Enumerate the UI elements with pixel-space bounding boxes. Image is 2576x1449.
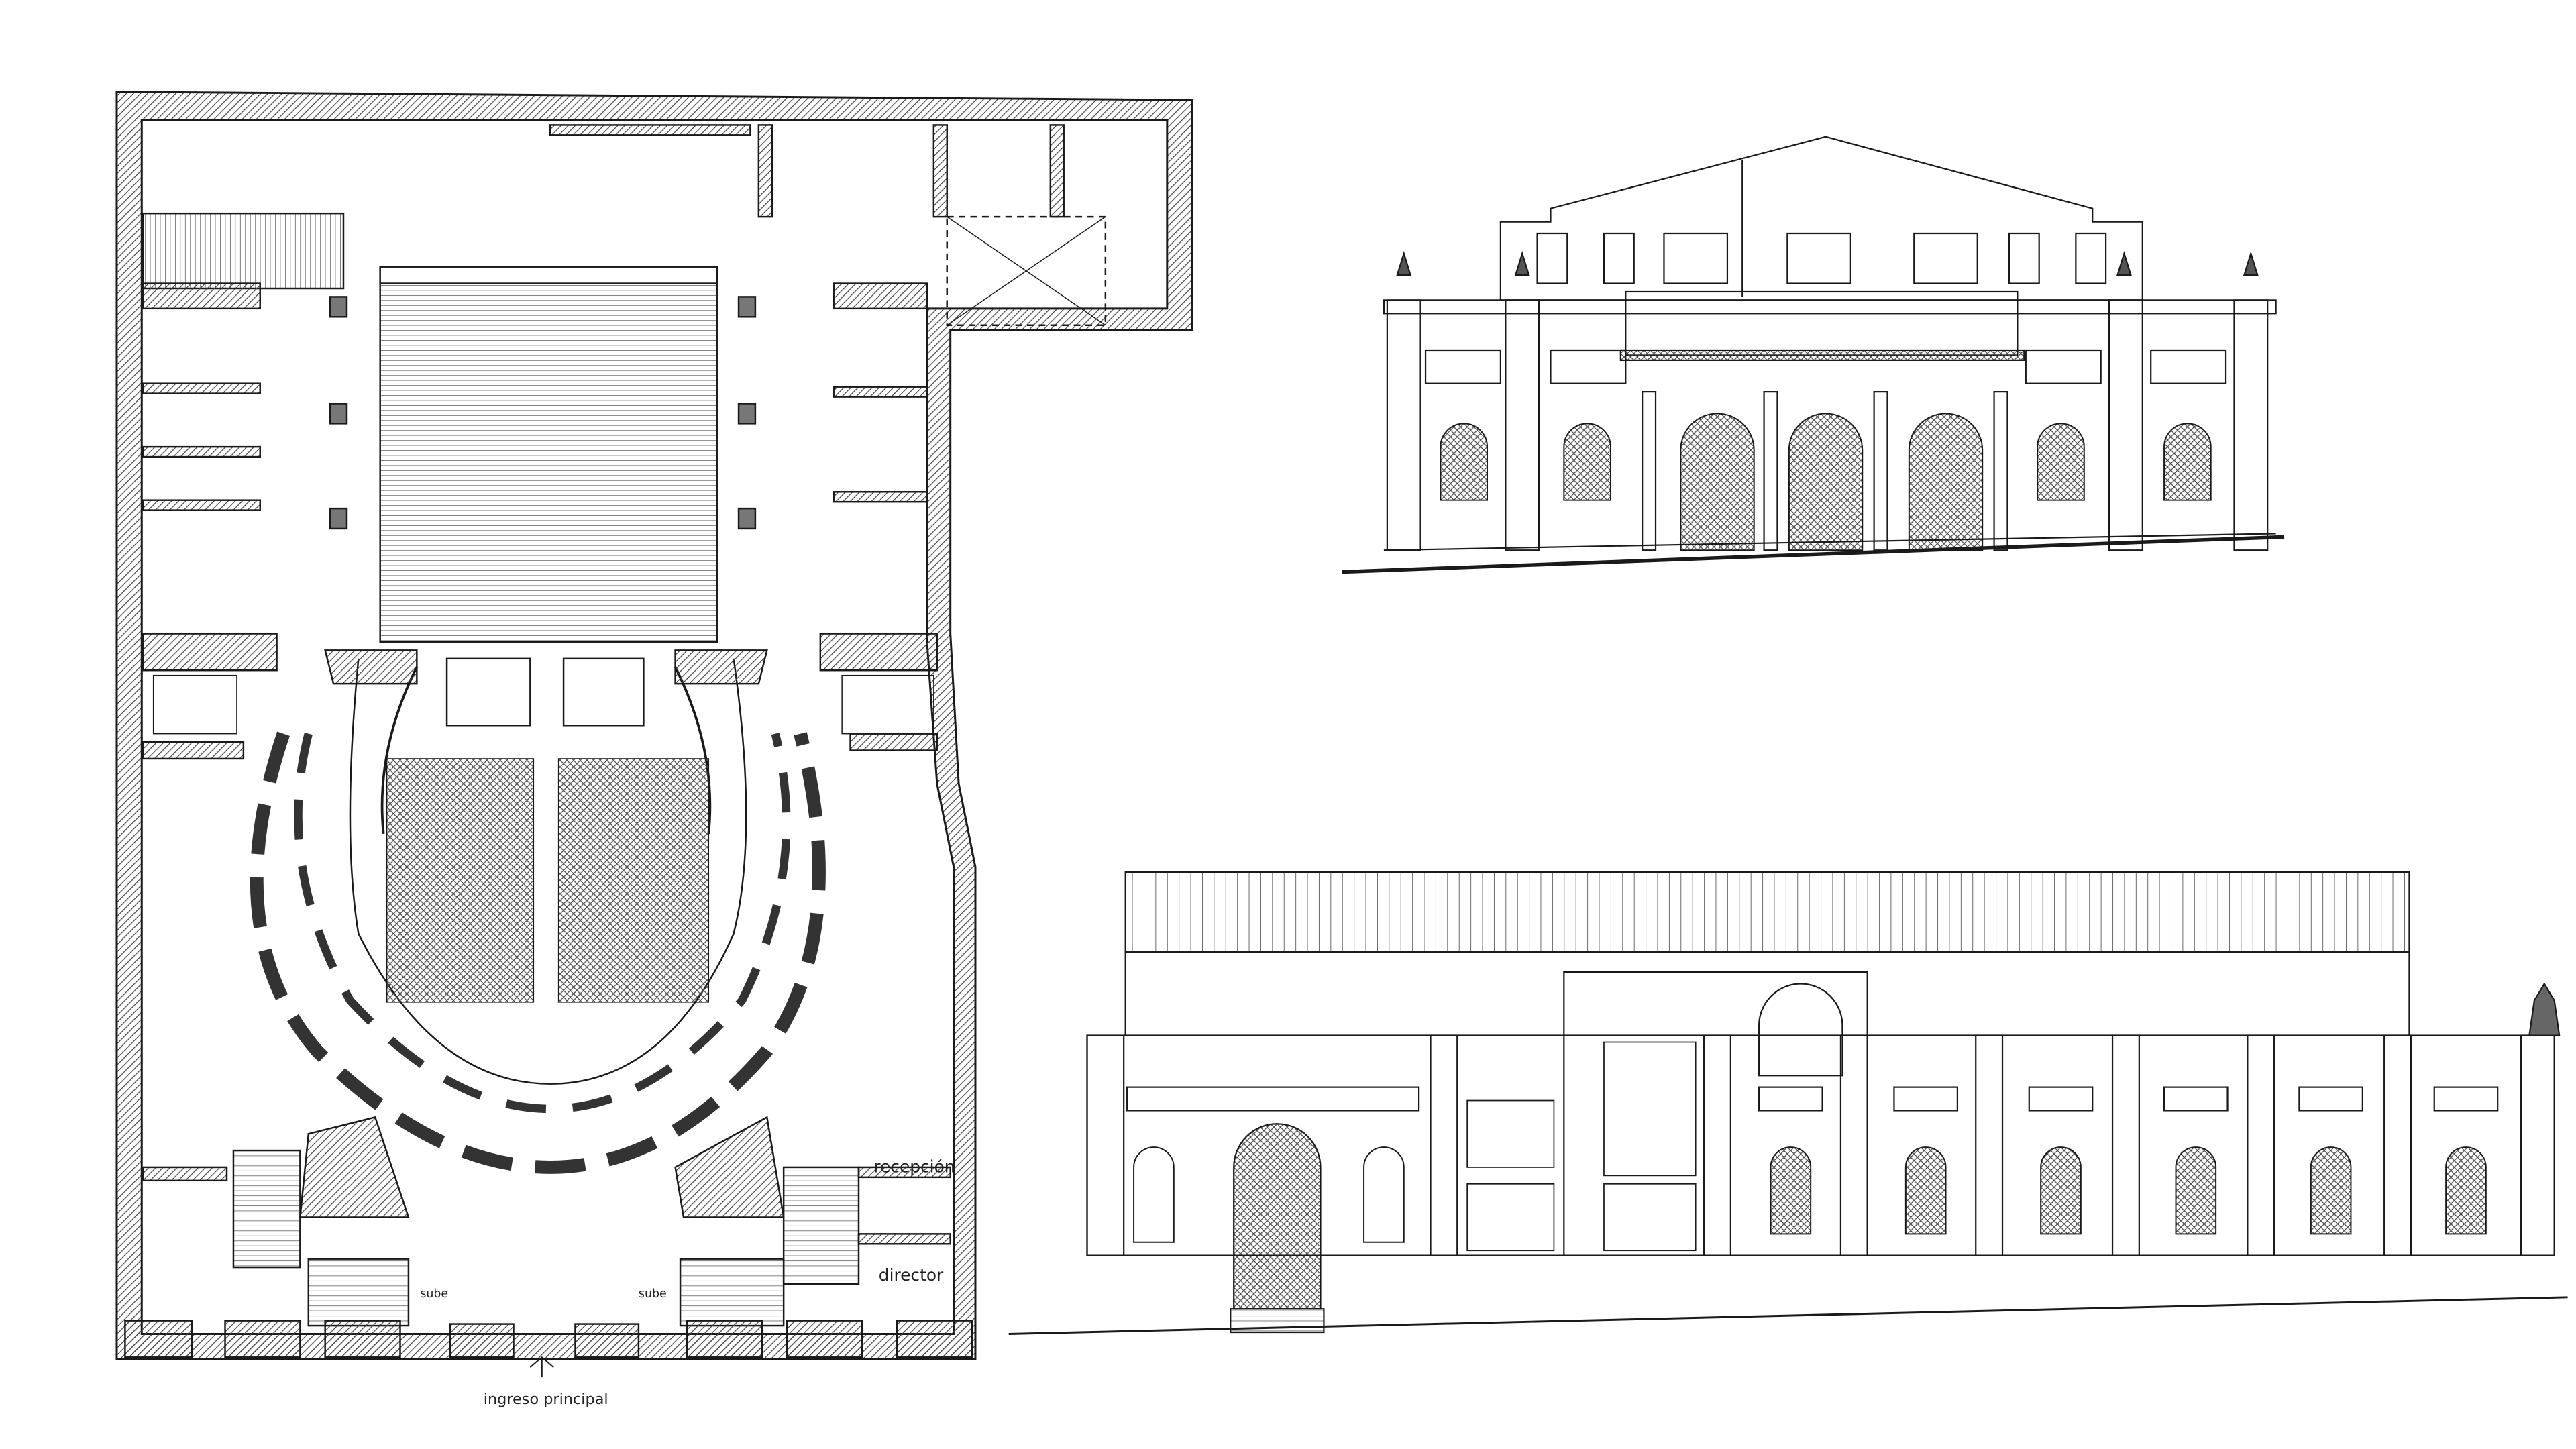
front-entablature	[1625, 290, 2019, 356]
side-windows	[1133, 1146, 2487, 1243]
lower-staircase-right	[679, 1258, 785, 1327]
side-finial	[2528, 982, 2561, 1036]
label-director: director	[879, 1265, 944, 1285]
side-ground-line	[1008, 1296, 2568, 1335]
plan-outer-wall	[115, 91, 1193, 1360]
label-recepcion: recepción	[873, 1157, 955, 1176]
side-window-cornices	[1126, 1086, 2499, 1112]
front-elevation	[1342, 136, 2285, 574]
front-ground-line	[1342, 535, 2285, 574]
orchestra-pit-left	[445, 657, 531, 727]
foyer-wall-left	[299, 1116, 410, 1218]
side-arch-panel	[1758, 983, 1843, 1077]
auditorium-outline	[349, 658, 747, 1085]
side-panel-openings	[1466, 1041, 1697, 1252]
foyer-wall-right	[674, 1116, 785, 1218]
attic-panels	[1536, 232, 2107, 284]
front-roof-profile	[1499, 136, 2143, 301]
label-ingreso-principal: ingreso principal	[484, 1391, 608, 1408]
plan-columns	[329, 296, 757, 530]
side-central-block	[1563, 971, 1868, 1256]
front-window-cornices	[1424, 349, 2227, 384]
orchestra-edge	[380, 666, 419, 834]
floor-plan: recepción director sube sube ingreso pri…	[115, 91, 1193, 1408]
side-roof	[1124, 871, 2410, 953]
box-ring-inner	[294, 733, 791, 1114]
side-entrance-door	[1233, 1123, 1322, 1310]
box-ring-outer	[250, 731, 826, 1174]
label-sube-left: sube	[420, 1287, 448, 1301]
label-sube-right: sube	[639, 1287, 667, 1301]
side-elevation	[1008, 871, 2568, 1335]
front-openings	[1440, 413, 2212, 551]
seating-blocks	[386, 758, 710, 1003]
entrance-arrow-icon	[529, 1356, 554, 1378]
side-upper-wall	[1124, 951, 2410, 1036]
front-pillars	[124, 1320, 973, 1358]
stage-tower-void	[946, 215, 1107, 326]
restrooms	[152, 674, 934, 735]
plan-interior-walls	[142, 124, 1065, 1245]
lower-staircase-left	[307, 1258, 410, 1327]
stage-apron	[379, 266, 718, 284]
upper-staircase	[142, 212, 345, 290]
orchestra-pit-right	[562, 657, 645, 727]
front-finials	[1396, 251, 2259, 276]
stage	[379, 266, 718, 643]
